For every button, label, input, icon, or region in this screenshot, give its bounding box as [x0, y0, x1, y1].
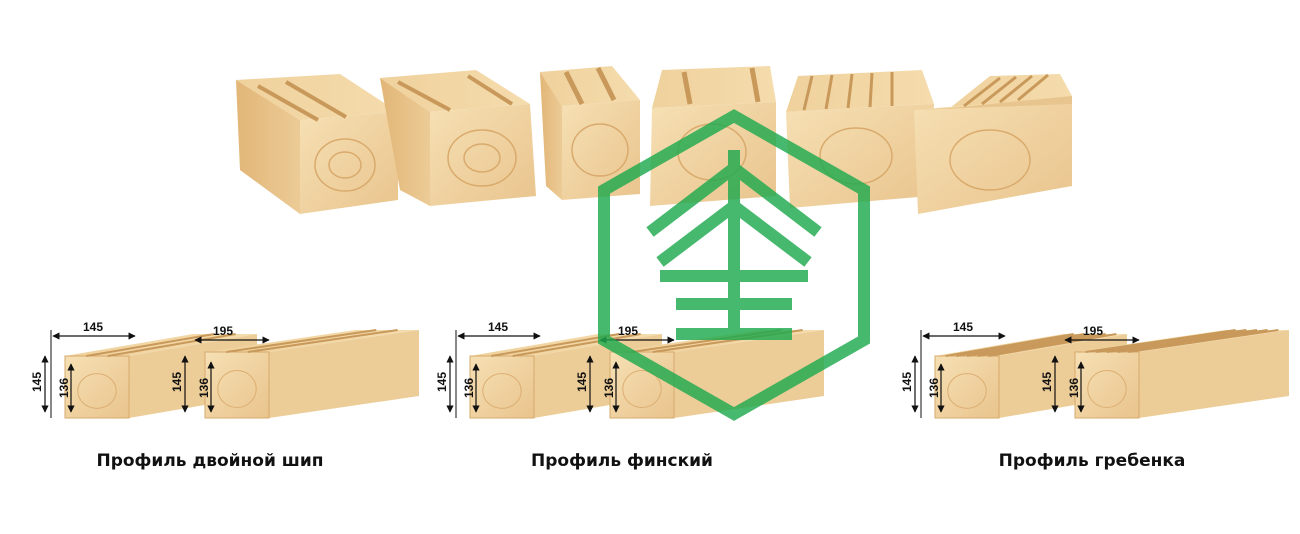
- dimension-inner-large: 136: [1067, 378, 1081, 398]
- dimension-height-large: 145: [170, 372, 184, 392]
- caption-double-tenon: Профиль двойной шип: [96, 451, 324, 471]
- dimension-width-small: 145: [83, 320, 103, 334]
- dimension-height-large: 145: [1040, 372, 1054, 392]
- dimension-inner-small: 136: [57, 378, 71, 398]
- timber-sample-comb-b: [914, 73, 1072, 214]
- dimension-inner-large: 136: [197, 378, 211, 398]
- profile-group-double-tenon: 145 145 136 195 145 136: [30, 320, 419, 419]
- dimension-width-large: 195: [213, 324, 233, 338]
- dimension-width-small: 145: [953, 320, 973, 334]
- dimension-height-small: 145: [900, 372, 914, 392]
- dimension-inner-large: 136: [602, 378, 616, 398]
- timber-sample-double-tenon-b: [380, 70, 536, 206]
- dimension-width-small: 145: [488, 320, 508, 334]
- timber-sample-comb-a: [786, 70, 934, 208]
- dimension-inner-small: 136: [462, 378, 476, 398]
- timber-sample-double-tenon-a: [236, 74, 398, 214]
- house-hexagon-logo-icon: [598, 109, 870, 421]
- timber-large-double-tenon: [204, 329, 419, 419]
- dimension-height-small: 145: [435, 372, 449, 392]
- caption-comb: Профиль гребенка: [998, 451, 1186, 471]
- timber-large-comb: [1074, 329, 1289, 419]
- dimension-width-large: 195: [618, 324, 638, 338]
- profile-group-comb: 145 145 136 195 145 136: [900, 320, 1289, 419]
- timber-samples-row: [236, 66, 1072, 214]
- dimension-height-small: 145: [30, 372, 44, 392]
- dimension-inner-small: 136: [927, 378, 941, 398]
- caption-finnish: Профиль финский: [531, 451, 713, 471]
- dimension-width-large: 195: [1083, 324, 1103, 338]
- dimension-height-large: 145: [575, 372, 589, 392]
